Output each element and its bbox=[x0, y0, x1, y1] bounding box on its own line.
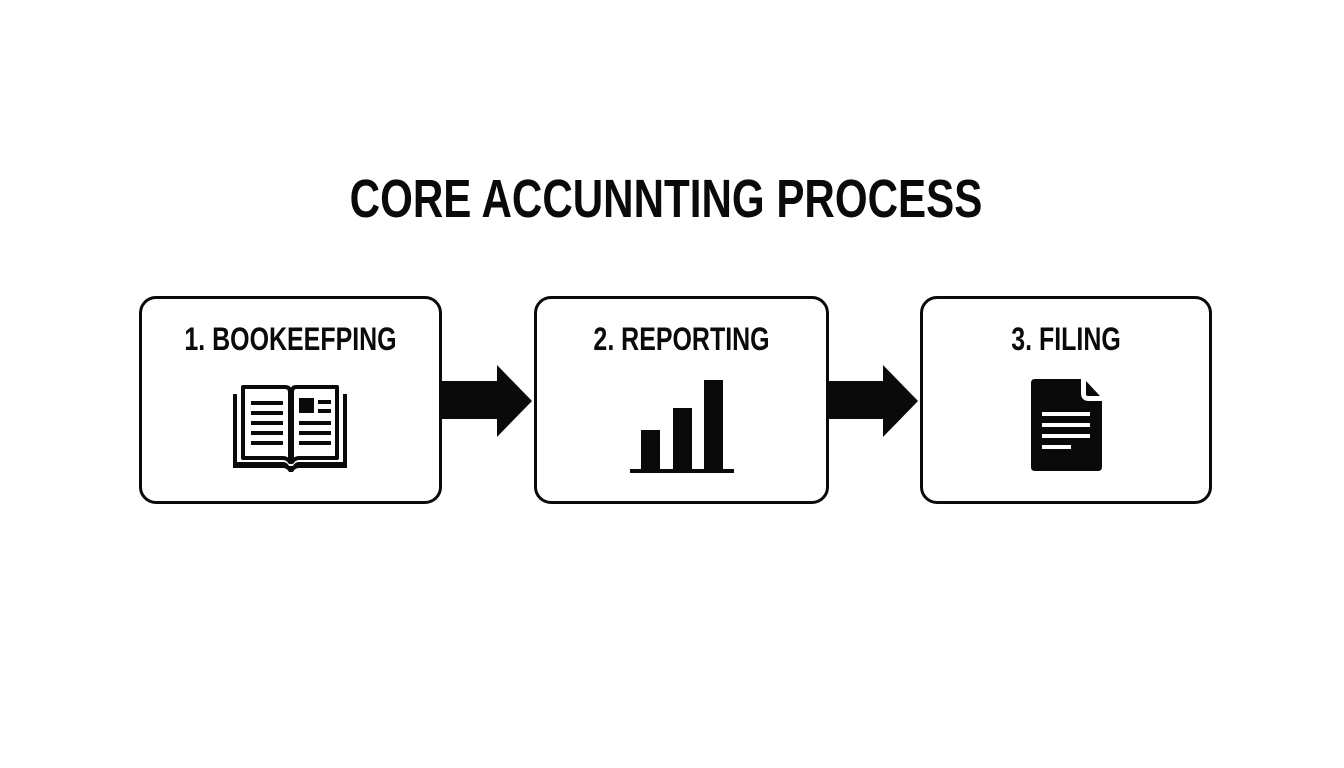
step-label: 2. REPORTING bbox=[593, 321, 770, 357]
open-book-icon bbox=[233, 385, 347, 472]
arrow-right-icon bbox=[828, 365, 918, 437]
step-label: 3. FILING bbox=[1011, 321, 1121, 357]
step-box-filing: 3. FILING bbox=[920, 296, 1212, 504]
arrow-right-icon bbox=[442, 365, 532, 437]
step-label: 1. BOOKEEFPING bbox=[184, 321, 397, 357]
diagram-title: CORE ACCUNNTING PROCESS bbox=[349, 169, 983, 229]
step-box-bookkeeping: 1. BOOKEEFPING bbox=[139, 296, 442, 504]
bar-chart-icon bbox=[630, 380, 734, 473]
step-box-reporting: 2. REPORTING bbox=[534, 296, 829, 504]
document-icon bbox=[1031, 379, 1102, 471]
